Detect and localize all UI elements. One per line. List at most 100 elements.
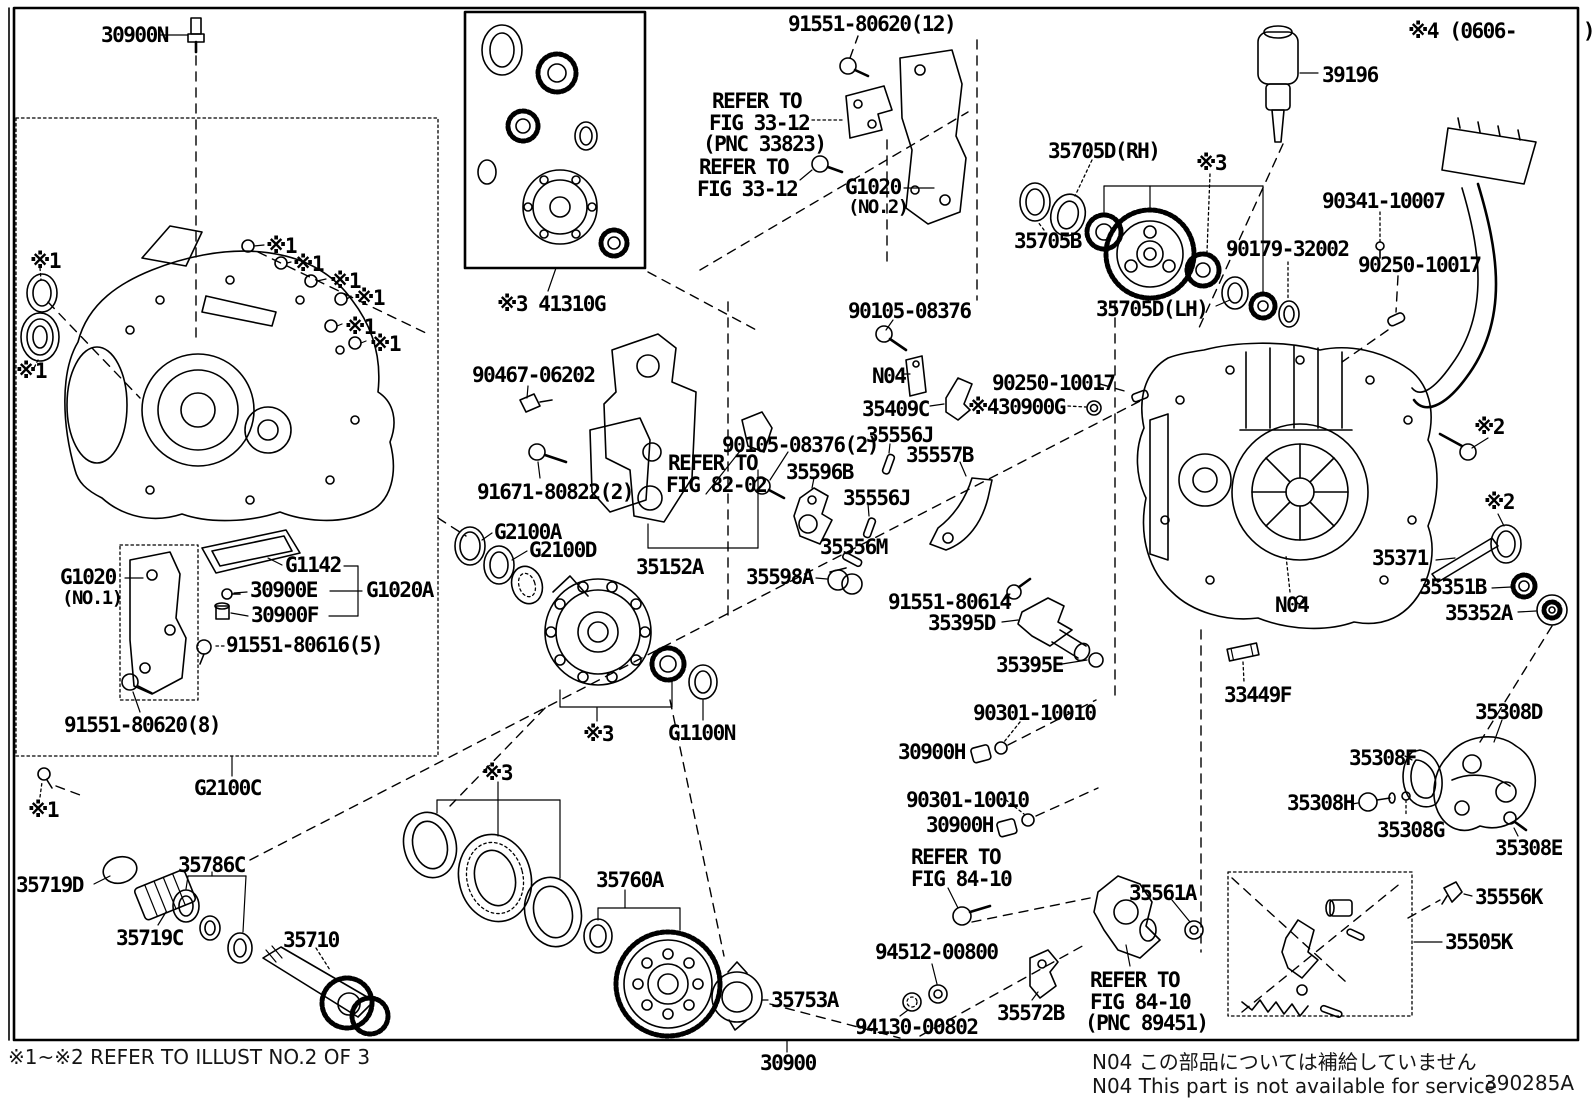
label-35556K: 35556K (1475, 885, 1543, 909)
label-33449F: 33449F (1224, 683, 1292, 707)
label-35710: 35710 (283, 928, 340, 952)
label-G1142: G1142 (285, 553, 342, 577)
label-41310G: ※3 41310G (497, 292, 607, 316)
label-35371: 35371 (1372, 546, 1429, 570)
label-90105-08376-2: 90105-08376(2) (722, 433, 880, 457)
label-marker4-0606: ※4 (0606- ) (1408, 19, 1592, 43)
label-refer-fig82-02-line2: FIG 82-02 (666, 473, 768, 497)
label-35409C: 35409C (862, 397, 930, 421)
label-marker2-a: ※2 (1474, 415, 1506, 439)
label-G2100D: G2100D (529, 538, 597, 562)
label-35753A: 35753A (771, 988, 839, 1012)
label-35705B: 35705B (1014, 229, 1082, 253)
label-90250-10017-top: 90250-10017 (1358, 253, 1482, 277)
label-91551-80620-8: 91551-80620(8) (64, 713, 222, 737)
label-35557B: 35557B (906, 443, 974, 467)
label-marker1-h: ※1 (370, 332, 402, 356)
label-marker1-c: ※1 (266, 234, 298, 258)
counter-gear-group (1019, 159, 1300, 328)
label-marker1-e: ※1 (330, 269, 362, 293)
label-35308H: 35308H (1287, 791, 1355, 815)
label-marker3-diff: ※3 (583, 722, 615, 746)
label-marker1-g: ※1 (345, 315, 377, 339)
stud-30900N (159, 17, 205, 345)
sheet-number: 390285A (1484, 1071, 1575, 1095)
label-30900E: 30900E (250, 578, 318, 602)
label-90467-06202: 90467-06202 (472, 363, 596, 387)
label-94512-00800: 94512-00800 (875, 940, 999, 964)
label-39196: 39196 (1322, 63, 1379, 87)
label-refer-fig33-12a-line3: (PNC 33823) (703, 132, 827, 156)
label-marker3-bearings: ※3 (482, 761, 514, 785)
differential-assembly (454, 526, 718, 722)
label-35719C: 35719C (116, 926, 184, 950)
label-G1020A: G1020A (366, 578, 434, 602)
label-30900G: ※430900G (968, 395, 1066, 419)
label-91671-80822-2: 91671-80822(2) (477, 480, 635, 504)
label-G1020-no2-sub: (NO.2) (848, 196, 909, 218)
label-marker2-b: ※2 (1484, 490, 1516, 514)
label-N04-right: N04 (1275, 593, 1310, 617)
label-refer-fig84-10a-line1: REFER TO (911, 845, 1002, 869)
label-90105-08376: 90105-08376 (848, 299, 972, 323)
control-shaft-cover-group (1351, 719, 1537, 837)
label-30900: 30900 (760, 1051, 817, 1075)
output-shaft-group (37, 767, 391, 1037)
label-35308E: 35308E (1495, 836, 1563, 860)
label-94130-00802: 94130-00802 (855, 1015, 979, 1039)
differential-inset-box (463, 10, 647, 292)
label-35395D: 35395D (928, 611, 996, 635)
plate-35152A-group (519, 333, 773, 549)
label-refer-fig84-10b-line1: REFER TO (1090, 968, 1181, 992)
label-35572B: 35572B (997, 1001, 1065, 1025)
label-35561A: 35561A (1129, 881, 1197, 905)
label-G1020-no2: G1020 (845, 175, 902, 199)
label-refer-fig33-12b-line2: FIG 33-12 (697, 177, 799, 201)
label-refer-fig33-12a-line2: FIG 33-12 (709, 111, 811, 135)
label-90301-10010-b: 90301-10010 (906, 788, 1030, 812)
label-marker1-i: ※1 (28, 798, 60, 822)
label-90250-10017-mid: 90250-10017 (992, 371, 1116, 395)
valve-body-no2-group (799, 35, 967, 225)
label-35351B: 35351B (1419, 575, 1487, 599)
drain-plug-group (970, 642, 1260, 838)
label-G1020-no1: G1020 (60, 565, 117, 589)
label-refer-fig33-12b-line1: REFER TO (699, 155, 790, 179)
label-marker1-b: ※1 (16, 359, 48, 383)
label-30900H-b: 30900H (926, 813, 994, 837)
label-91551-80620-12: 91551-80620(12) (788, 12, 957, 36)
label-35556M: 35556M (820, 535, 888, 559)
footnote-illust-reference: ※1~※2 REFER TO ILLUST NO.2 OF 3 (8, 1045, 371, 1069)
label-35556J-lower: 35556J (843, 486, 911, 510)
label-30900H-a: 30900H (898, 740, 966, 764)
left-transaxle-case (20, 225, 395, 522)
shift-lever-parts-group (753, 319, 1149, 595)
label-refer-fig84-10a-line2: FIG 84-10 (911, 867, 1013, 891)
label-marker1-a: ※1 (30, 249, 62, 273)
label-G1020-no1-sub: (NO.1) (62, 587, 123, 609)
label-91551-80616-5: 91551-80616(5) (226, 633, 384, 657)
label-refer-fig33-12a-line1: REFER TO (712, 89, 803, 113)
label-35308D: 35308D (1475, 700, 1543, 724)
label-30900N: 30900N (101, 23, 169, 47)
bolt-cluster-marker1 (241, 239, 367, 350)
label-30900F: 30900F (251, 603, 319, 627)
label-N04-center: N04 (872, 364, 907, 388)
label-35352A: 35352A (1445, 601, 1513, 625)
interlock-group (1001, 577, 1104, 668)
label-35760A: 35760A (596, 868, 664, 892)
label-35152A: 35152A (636, 555, 704, 579)
label-91551-80614: 91551-80614 (888, 590, 1012, 614)
kit-35505K-group (1231, 877, 1473, 1018)
label-35505K: 35505K (1445, 930, 1513, 954)
label-35786C: 35786C (178, 853, 246, 877)
label-35705D-RH: 35705D(RH) (1048, 139, 1161, 163)
label-35308G: 35308G (1377, 818, 1445, 842)
left-group-box (15, 117, 439, 757)
label-35705D-LH: 35705D(LH) (1096, 297, 1209, 321)
label-G2100A: G2100A (494, 520, 562, 544)
label-G2100C: G2100C (194, 776, 262, 800)
label-35719D: 35719D (16, 873, 84, 897)
label-35598A: 35598A (746, 565, 814, 589)
